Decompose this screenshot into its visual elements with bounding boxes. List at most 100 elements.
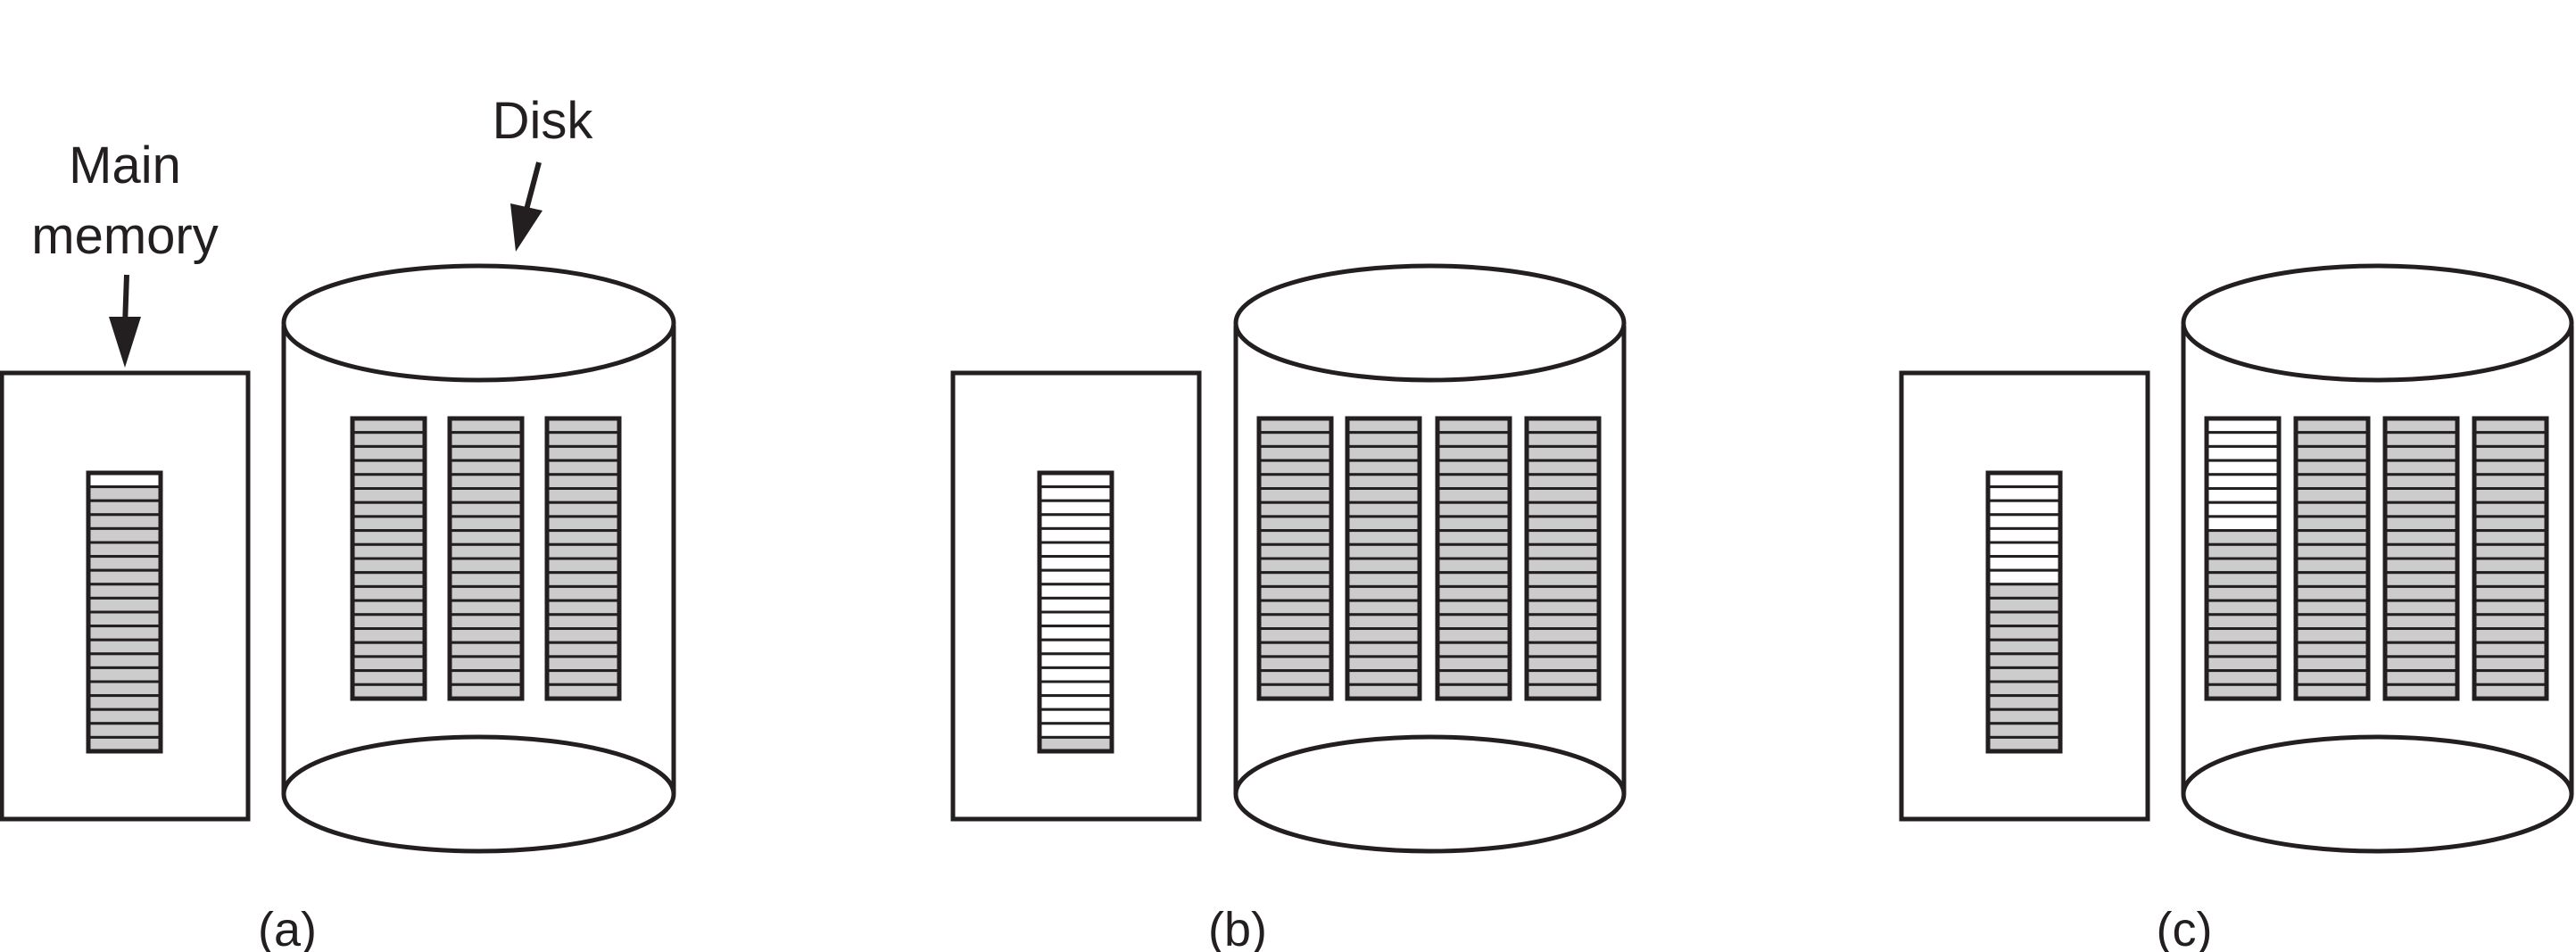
used-slot <box>2472 487 2548 504</box>
disk-label: Disk <box>493 92 594 150</box>
used-slot <box>1257 584 1333 602</box>
used-slot <box>2205 669 2281 686</box>
disk-column-4 <box>1524 416 1602 701</box>
disk-column-3 <box>544 416 622 701</box>
used-slot <box>351 557 427 575</box>
used-slot <box>2294 584 2370 602</box>
used-slot <box>448 459 524 476</box>
used-slot <box>87 625 162 642</box>
disk-column-2 <box>447 416 525 701</box>
used-slot <box>87 596 162 614</box>
used-slot <box>87 610 162 628</box>
used-slot <box>2472 655 2548 673</box>
used-slot <box>1346 655 1421 673</box>
used-slot <box>1257 515 1333 533</box>
used-slot <box>448 655 524 673</box>
used-slot <box>1436 473 1512 490</box>
used-slot <box>448 529 524 546</box>
disk-column-3 <box>1435 416 1512 701</box>
used-slot <box>2294 627 2370 644</box>
used-slot <box>2294 571 2370 588</box>
used-slot <box>87 638 162 656</box>
used-slot <box>351 473 427 490</box>
used-slot <box>1986 722 2062 739</box>
block-outline <box>1524 416 1602 701</box>
used-slot <box>448 627 524 644</box>
used-slot <box>2383 669 2459 686</box>
used-slot <box>87 708 162 725</box>
disk-process-blocks <box>350 416 622 701</box>
used-slot <box>448 613 524 630</box>
used-slot <box>1257 459 1333 476</box>
disk-column-1 <box>350 416 427 701</box>
disk-column-4 <box>2472 416 2549 701</box>
disk-column-2 <box>2293 416 2371 701</box>
used-slot <box>1525 669 1601 686</box>
used-slot <box>2294 641 2370 658</box>
used-slot <box>545 669 621 686</box>
disk-column-1 <box>1256 416 1334 701</box>
used-slot <box>1986 625 2062 642</box>
used-slot <box>448 431 524 448</box>
used-slot <box>1257 641 1333 658</box>
free-slot <box>2205 473 2281 490</box>
used-slot <box>2472 669 2548 686</box>
used-slot <box>448 557 524 575</box>
used-slot <box>545 641 621 658</box>
used-slot <box>545 655 621 673</box>
used-slot <box>2294 542 2370 560</box>
disk-cylinder <box>1233 263 1627 854</box>
used-slot <box>1525 655 1601 673</box>
used-slot <box>448 487 524 504</box>
used-slot <box>1436 515 1512 533</box>
used-slot <box>1346 571 1421 588</box>
used-slot <box>2472 613 2548 630</box>
used-slot <box>87 568 162 586</box>
used-slot <box>351 584 427 602</box>
used-slot <box>1986 596 2062 614</box>
panel-caption: (c) <box>2157 903 2213 952</box>
free-slot <box>2205 459 2281 476</box>
used-slot <box>545 627 621 644</box>
used-slot <box>2472 599 2548 617</box>
used-slot <box>1986 652 2062 669</box>
used-slot <box>1986 638 2062 656</box>
memory-slots <box>86 470 163 754</box>
used-slot <box>1346 515 1421 533</box>
used-slot <box>1525 487 1601 504</box>
used-slot <box>351 459 427 476</box>
used-slot <box>1346 501 1421 518</box>
used-slot <box>2205 655 2281 673</box>
used-slot <box>2294 473 2370 490</box>
used-slot <box>1257 473 1333 490</box>
used-slot <box>1525 599 1601 617</box>
used-slot <box>2472 584 2548 602</box>
used-slot <box>2294 515 2370 533</box>
used-slot <box>2383 459 2459 476</box>
used-slot <box>2472 431 2548 448</box>
used-slot <box>1436 627 1512 644</box>
used-slot <box>1436 613 1512 630</box>
free-slot <box>1038 680 1114 698</box>
used-slot <box>1346 473 1421 490</box>
used-slot <box>1986 610 2062 628</box>
used-slot <box>545 459 621 476</box>
used-slot <box>545 599 621 617</box>
used-slot <box>87 583 162 600</box>
used-slot <box>2472 444 2548 462</box>
used-slot <box>2205 557 2281 575</box>
block-outline <box>1435 416 1512 701</box>
block-outline <box>2382 416 2460 701</box>
main-memory-label-line1: Main <box>69 137 181 195</box>
used-slot <box>2294 459 2370 476</box>
used-slot <box>2472 515 2548 533</box>
used-slot <box>87 485 162 502</box>
used-slot <box>1257 542 1333 560</box>
used-slot <box>1257 501 1333 518</box>
used-slot <box>2472 473 2548 490</box>
used-slot <box>448 444 524 462</box>
used-slot <box>1436 599 1512 617</box>
used-slot <box>351 444 427 462</box>
used-slot <box>2205 571 2281 588</box>
